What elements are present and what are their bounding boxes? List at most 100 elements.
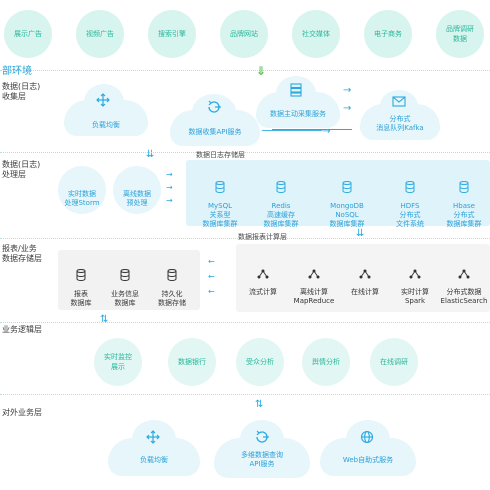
double-down-arrow-icon: ⇊ (356, 228, 365, 239)
store-hdfs-label: HDFS 分布式 文件系统 (396, 202, 424, 228)
share-nodes-icon (458, 269, 470, 279)
compute-es: 分布式数据 ElasticSearch (438, 260, 490, 315)
storm-bubble (58, 166, 106, 214)
logic-data-bank: 数据银行 (168, 338, 216, 386)
offline-bubble (113, 166, 161, 214)
divider-report (0, 322, 490, 323)
store-persistent-label: 持久化 数据存储 (158, 290, 186, 307)
logic-monitor: 实时监控 展示 (94, 338, 142, 386)
source-display-ads: 展示广告 (4, 10, 52, 58)
log-store-title: 数据日志存储层 (196, 151, 245, 159)
source-search-engine: 搜索引擎 (148, 10, 196, 58)
cloud-ext-web (320, 420, 416, 476)
connector-line (272, 129, 352, 130)
source-brand-website: 品牌网站 (220, 10, 268, 58)
dash-arrow-left-icon: ← (208, 287, 215, 296)
compute-online: 在线计算 (342, 260, 388, 306)
store-redis: Redis 高速缓存 数据库集群 (251, 172, 311, 238)
database-icon (215, 181, 225, 193)
database-icon (459, 181, 469, 193)
source-video-ads: 视频广告 (76, 10, 124, 58)
source-brand-research: 品牌调研 数据 (436, 10, 484, 58)
ext-web-label: Web自助式服务 (342, 456, 394, 464)
store-redis-label: Redis 高速缓存 数据库集群 (263, 202, 299, 228)
collect-active-label: 数据主动采集服务 (270, 110, 326, 118)
divider-collect (0, 152, 490, 153)
compute-offline: 离线计算 MapReduce (288, 260, 340, 315)
logic-audience: 受众分析 (236, 338, 284, 386)
globe-icon (360, 430, 374, 444)
source-social-media: 社交媒体 (292, 10, 340, 58)
ext-lb-label: 负载均衡 (140, 456, 168, 464)
source-ecommerce: 电子商务 (364, 10, 412, 58)
env-label: 部环境 (2, 66, 32, 77)
logic-sentiment: 舆情分析 (302, 338, 350, 386)
store-mysql-label: MySQL 关系型 数据库集群 (202, 202, 238, 228)
dash-arrow-icon: → (166, 196, 173, 205)
compute-title: 数据报表计算层 (238, 233, 287, 241)
kafka-label: 分布式 消息队列Kafka (376, 115, 424, 132)
store-hdfs: HDFS 分布式 文件系统 (383, 172, 437, 238)
database-icon (76, 269, 86, 281)
network-icon (96, 93, 110, 107)
store-business-db: 业务信息 数据库 (102, 260, 148, 317)
compute-stream: 流式计算 (240, 260, 286, 306)
refresh-icon (254, 430, 270, 444)
long-arrow-right-icon: ──────────→ (262, 126, 331, 137)
dash-arrow-icon: → (166, 170, 173, 179)
down-arrow-icon: ⇓ (256, 64, 267, 78)
double-down-arrow-icon: ⇊ (146, 149, 155, 160)
layer-external-label: 对外业务层 (2, 408, 42, 417)
dash-arrow-left-icon: ← (208, 272, 215, 281)
share-nodes-icon (308, 269, 320, 279)
ext-query-label: 多维数据查询 API服务 (241, 451, 283, 468)
mail-icon (392, 96, 406, 107)
collect-lb-label: 负载均衡 (92, 121, 120, 129)
layer-report-label: 报表/业务 数据存储层 (2, 244, 42, 263)
database-icon (342, 181, 352, 193)
divider-process (0, 238, 490, 239)
compute-spark: 实时计算 Spark (392, 260, 438, 315)
compute-spark-label: 实时计算 Spark (401, 288, 429, 305)
storm-label: 实时数据 处理Storm (64, 190, 100, 207)
layer-process-label: 数据(日志) 处理层 (2, 160, 41, 179)
cloud-load-balance (64, 84, 148, 136)
network-icon (146, 430, 160, 444)
dash-arrow-left-icon: ← (208, 257, 215, 266)
database-icon (405, 181, 415, 193)
cloud-active-collect (256, 76, 340, 128)
store-mysql: MySQL 关系型 数据库集群 (190, 172, 250, 238)
store-report-db: 报表 数据库 (58, 260, 104, 317)
share-nodes-icon (409, 269, 421, 279)
compute-panel (236, 244, 490, 312)
store-report-db-label: 报表 数据库 (70, 290, 92, 307)
offline-label: 离线数据 预处理 (123, 190, 151, 207)
share-nodes-icon (257, 269, 269, 279)
collect-api-label: 数据收集API服务 (188, 128, 242, 136)
up-down-arrow-icon: ⇅ (100, 314, 109, 325)
store-hbase: Hbase 分布式 数据库集群 (438, 172, 490, 238)
database-icon (120, 269, 130, 281)
store-persistent: 持久化 数据存储 (146, 260, 198, 317)
share-nodes-icon (359, 269, 371, 279)
compute-stream-label: 流式计算 (249, 288, 277, 296)
server-icon (290, 83, 302, 97)
store-business-db-label: 业务信息 数据库 (111, 290, 139, 307)
cloud-kafka (360, 90, 440, 140)
refresh-icon (206, 100, 222, 114)
database-icon (167, 269, 177, 281)
arrow-right-icon: → (343, 103, 352, 114)
store-hbase-label: Hbase 分布式 数据库集群 (446, 202, 482, 228)
compute-online-label: 在线计算 (351, 288, 379, 296)
layer-logic-label: 业务逻辑层 (2, 325, 42, 334)
arrow-right-icon: → (343, 85, 352, 96)
database-icon (276, 181, 286, 193)
compute-es-label: 分布式数据 ElasticSearch (440, 288, 488, 305)
logic-survey: 在线调研 (370, 338, 418, 386)
cloud-ext-query (214, 420, 310, 478)
divider-logic (0, 394, 490, 395)
layer-collect-label: 数据(日志) 收集层 (2, 82, 41, 101)
log-store-panel (186, 160, 490, 226)
up-down-arrow-icon: ⇅ (255, 399, 264, 410)
divider-top (0, 70, 490, 71)
